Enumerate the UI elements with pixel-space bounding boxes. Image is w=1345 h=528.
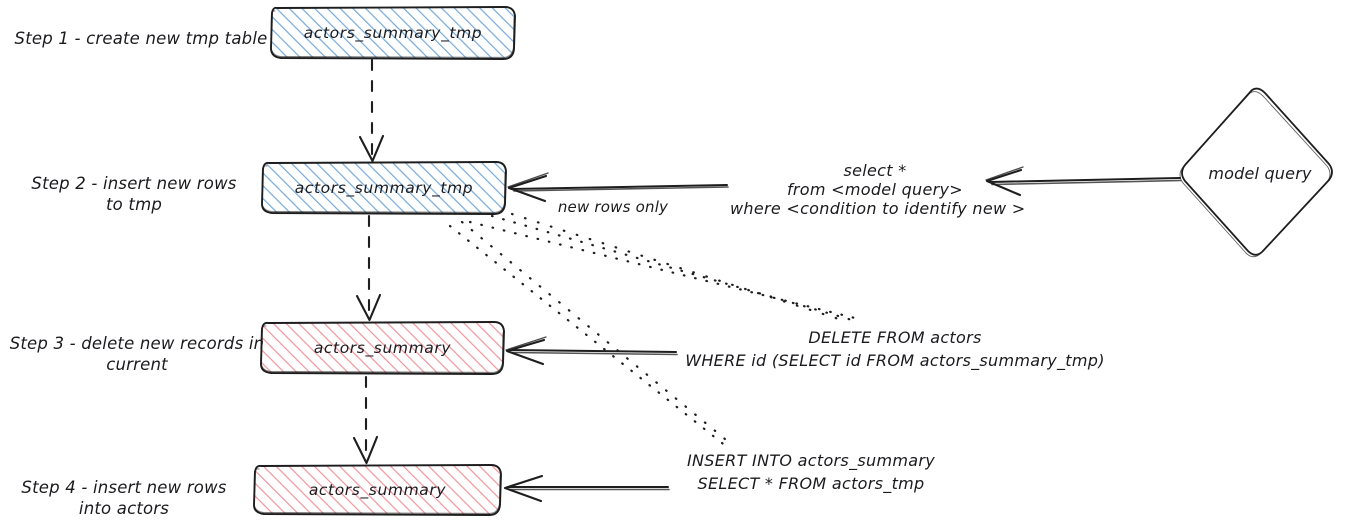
box2-label: actors_summary_tmp xyxy=(294,179,474,197)
arrow-box1-to-box2 xyxy=(358,58,385,163)
model-query-sql-line1: select * xyxy=(843,161,907,180)
box4-label: actors_summary xyxy=(308,481,447,499)
node-box4[interactable] xyxy=(253,464,502,516)
box3-label: actors_summary xyxy=(313,339,452,357)
leader-box2-to-insert-sql xyxy=(448,220,733,449)
node-box2[interactable] xyxy=(261,161,507,215)
model-query-label: model query xyxy=(1208,164,1312,183)
arrow-delete-to-box3 xyxy=(505,336,678,366)
arrow-box3-to-box4 xyxy=(352,375,379,465)
arrow-model-query-to-sql xyxy=(985,166,1182,197)
step-1-label: Step 1 - create new tmp table xyxy=(14,29,268,48)
step-2-label-line2: to tmp xyxy=(105,195,163,214)
insert-sql-line2: SELECT * FROM actors_tmp xyxy=(697,474,925,493)
arrow-new-rows-to-box2 xyxy=(507,172,729,203)
delete-sql-line1: DELETE FROM actors xyxy=(808,328,982,347)
arrow-box2-to-box3 xyxy=(355,214,382,322)
step-3-label-line1: Step 3 - delete new records in xyxy=(9,334,265,353)
step-3-label-line2: current xyxy=(106,355,168,374)
step-2-label-line1: Step 2 - insert new rows xyxy=(31,174,237,193)
model-query-sql-line2: from <model query> xyxy=(787,180,963,199)
node-box1[interactable] xyxy=(270,6,516,60)
step-4-label-line1: Step 4 - insert new rows xyxy=(21,478,227,497)
node-box3[interactable] xyxy=(260,321,505,375)
model-query-sql-line3: where <condition to identify new > xyxy=(730,199,1026,218)
insert-sql-line1: INSERT INTO actors_summary xyxy=(687,451,935,470)
step-4-label-line2: into actors xyxy=(78,499,170,518)
delete-sql-line2: WHERE id (SELECT id FROM actors_summary_… xyxy=(685,351,1105,370)
arrow-insert-to-box4 xyxy=(503,474,670,503)
edge-label-new-rows-only: new rows only xyxy=(557,198,669,216)
box1-label: actors_summary_tmp xyxy=(303,24,483,42)
leader-box2-to-delete-sql xyxy=(468,212,857,324)
